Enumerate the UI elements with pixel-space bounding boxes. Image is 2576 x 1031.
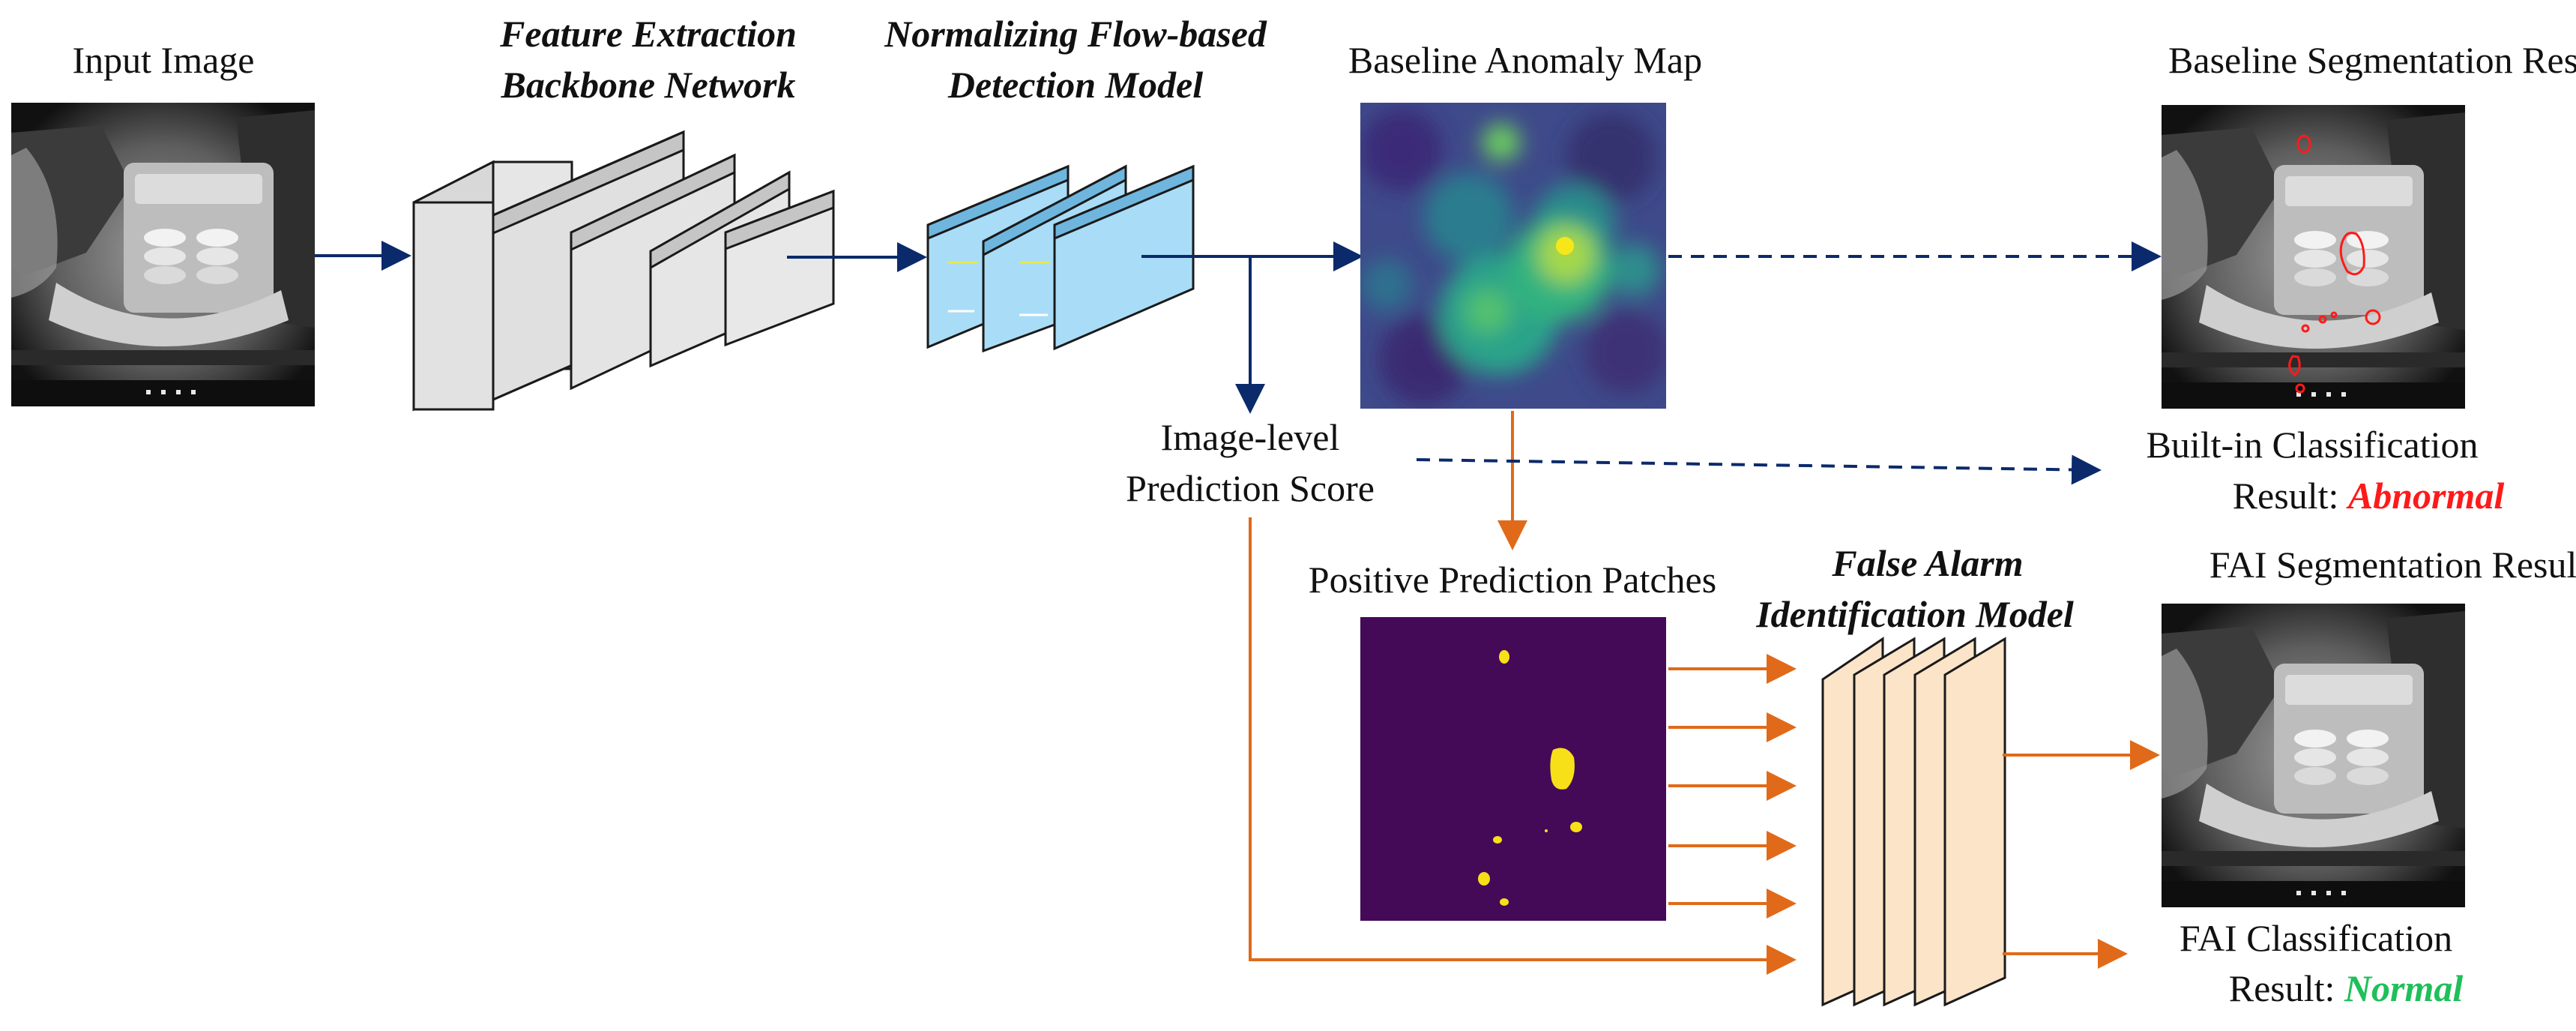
fai-model	[1821, 637, 2006, 1007]
fai-class-line1-text: FAI Classification	[2180, 917, 2452, 959]
fai-segmentation-image	[2162, 604, 2465, 907]
builtin-line1-text: Built-in Classification	[2146, 424, 2478, 466]
patches-label: Positive Prediction Patches	[1309, 559, 1716, 601]
red-contours	[2288, 134, 2381, 394]
fai-class-label-line1: FAI Classification	[2180, 917, 2452, 959]
backbone-network	[412, 130, 835, 412]
flow-title-line2: Detection Model	[947, 64, 1203, 106]
builtin-label-line2: Result: Abnormal	[2233, 475, 2505, 517]
baseline-segmentation-image	[2162, 105, 2465, 409]
baseline-anomaly-map	[1360, 103, 1666, 409]
fai-result-prefix: Result:	[2229, 967, 2344, 1009]
input-image	[11, 103, 315, 406]
arrow-score-to-builtin	[1416, 454, 2102, 485]
flow-block-3	[1053, 164, 1195, 351]
backbone-layer-5	[724, 189, 835, 347]
baseline-seg-label: Baseline Segmentation Result	[2168, 39, 2576, 81]
score-label-line2: Prediction Score	[1126, 467, 1375, 509]
positive-patches-image	[1360, 617, 1666, 921]
arrow-score-to-fai	[1249, 517, 1797, 975]
fai-seg-label: FAI Segmentation Result	[2209, 544, 2576, 586]
builtin-result-prefix: Result:	[2233, 475, 2348, 517]
builtin-label-line1: Built-in Classification	[2146, 424, 2478, 466]
fai-model-title-line1: False Alarm	[1831, 542, 2023, 584]
backbone-title-line1: Feature Extraction	[499, 13, 797, 55]
fai-model-title-line2: Identification Model	[1755, 593, 2074, 635]
fai-layer-5	[1943, 637, 2006, 1007]
fai-class-label-line2: Result: Normal	[2229, 967, 2464, 1009]
builtin-result-value: Abnormal	[2346, 475, 2505, 517]
backbone-title-line2: Backbone Network	[500, 64, 795, 106]
flow-model	[926, 164, 1195, 353]
input-image-label: Input Image	[73, 39, 255, 81]
score-label-line1: Image-level	[1161, 416, 1340, 458]
fai-result-value: Normal	[2344, 967, 2463, 1009]
arrows-patches-to-fai	[1668, 654, 1797, 919]
flow-title-line1: Normalizing Flow-based	[884, 13, 1267, 55]
baseline-map-label: Baseline Anomaly Map	[1348, 39, 1702, 81]
